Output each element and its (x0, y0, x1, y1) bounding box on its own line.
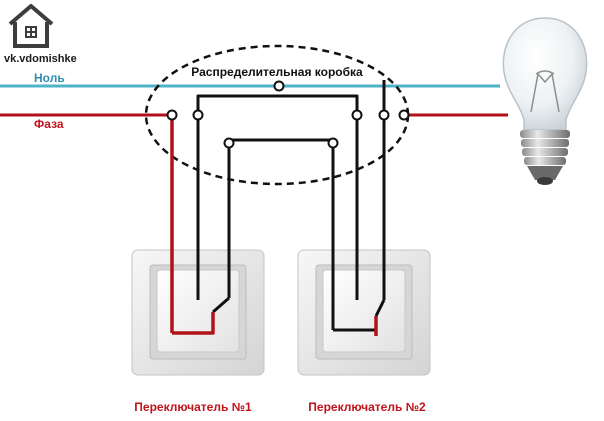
light-bulb-icon (502, 17, 588, 185)
switch-2 (297, 249, 431, 376)
phase-label: Фаза (34, 117, 64, 131)
junction-terminals (166, 80, 410, 149)
neutral-label: Ноль (34, 71, 65, 85)
phase-to-switch-1 (170, 115, 215, 335)
brand-text: vk.vdomishke (4, 53, 77, 65)
switch-1 (131, 249, 265, 376)
switch-1-label: Переключатель №1 (134, 400, 252, 414)
switch-2-label: Переключатель №2 (308, 400, 426, 414)
house-logo-icon (8, 4, 54, 48)
junction-box-label: Распределительная коробка (191, 65, 363, 79)
